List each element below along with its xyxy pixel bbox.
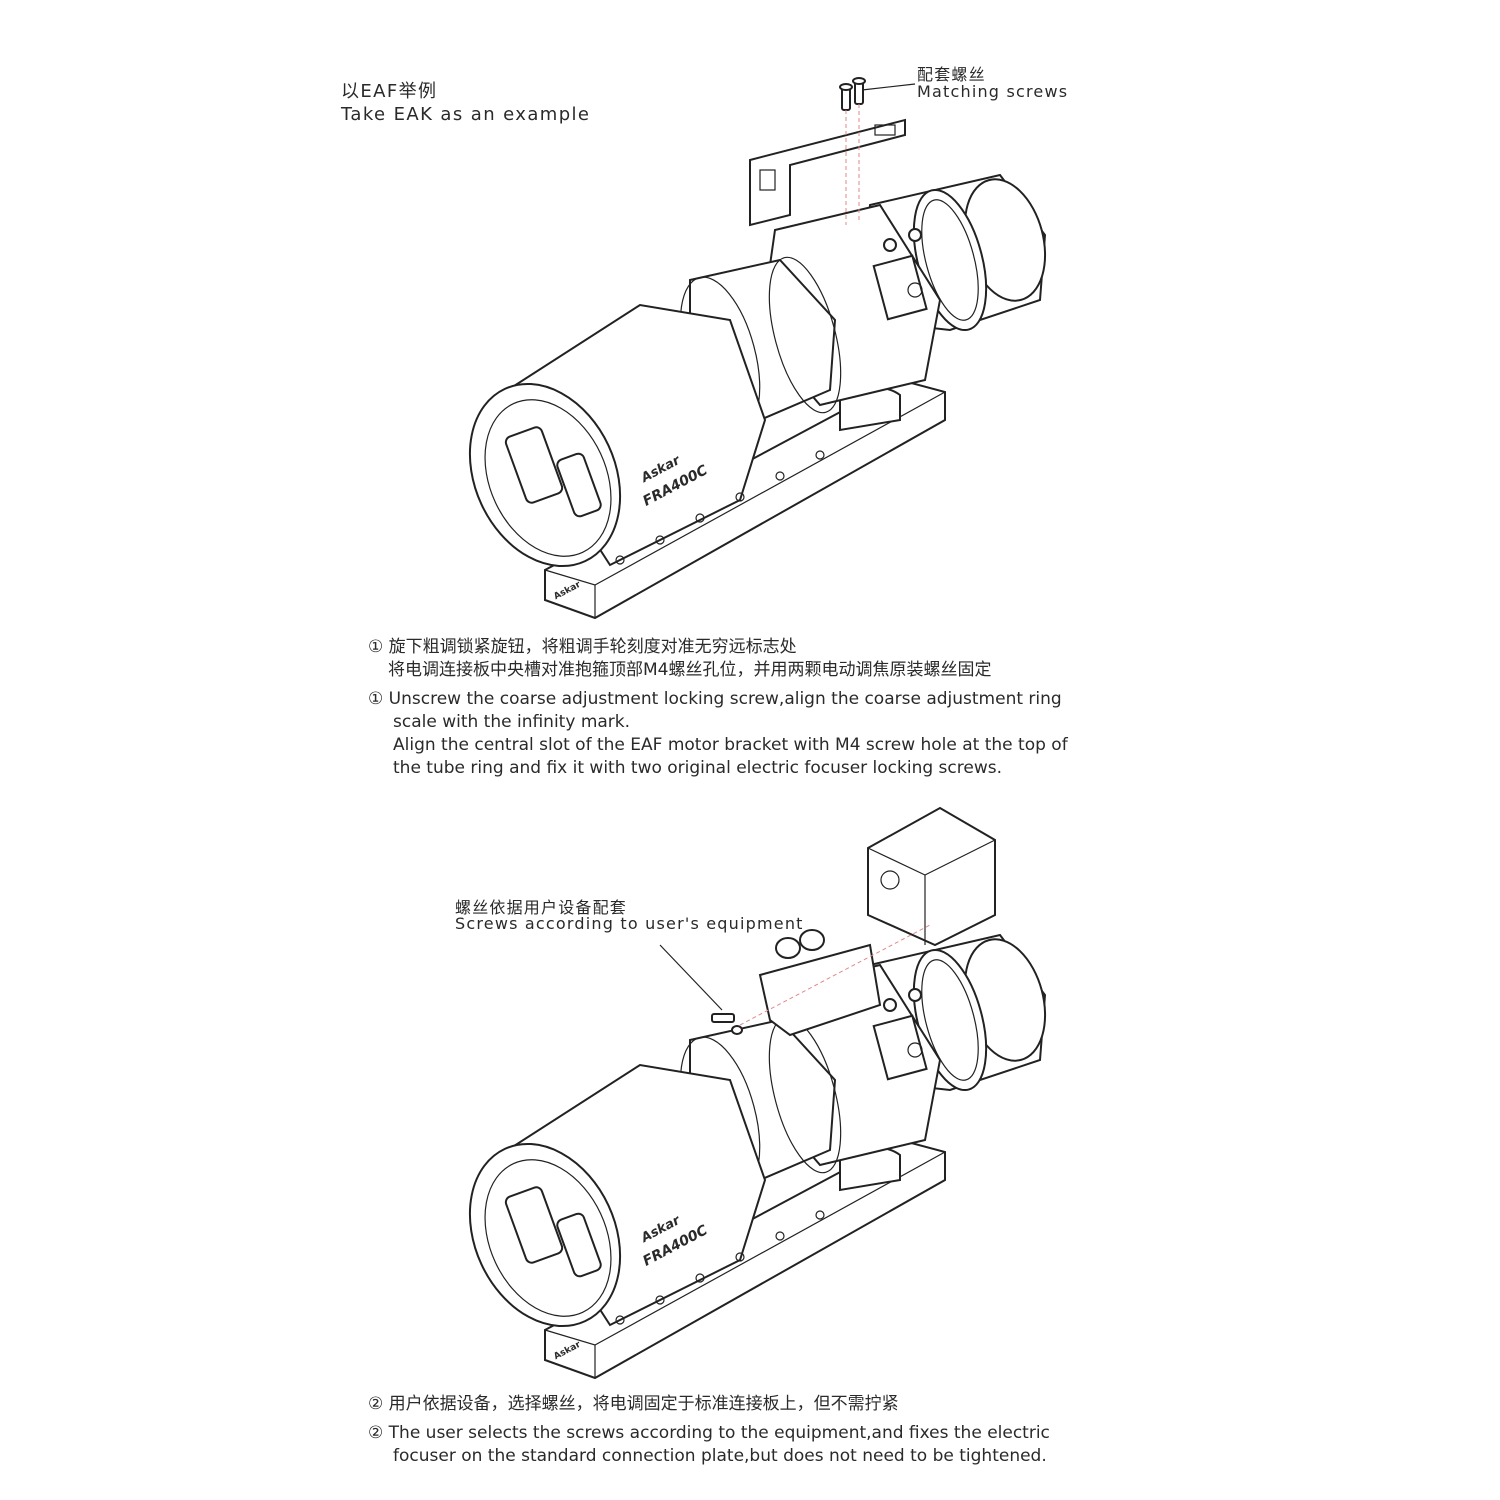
step2-marker-en: ② [368, 1423, 384, 1443]
user-screws-label-zh: 螺丝依据用户设备配套 [455, 898, 628, 917]
step2-zh-line1: ② 用户依据设备，选择螺丝，将电调固定于标准连接板上，但不需拧紧 [368, 1394, 899, 1414]
eaf-motor [867, 806, 996, 947]
matching-screws-label-zh: 配套螺丝 [917, 65, 986, 84]
step1-en-line3: Align the central slot of the EAF motor … [393, 735, 1068, 755]
step1-zh-line1: ① 旋下粗调锁紧旋钮，将粗调手轮刻度对准无穷远标志处 [368, 637, 797, 657]
eaf-bracket-bottom [758, 943, 882, 1037]
step2-en-line1: ② The user selects the screws according … [368, 1423, 1050, 1443]
top-heading-en: Take EAK as an example [341, 104, 591, 125]
telescope-bottom [440, 806, 1059, 1379]
user-screws [711, 1013, 743, 1035]
step2-en-line2: focuser on the standard connection plate… [393, 1446, 1047, 1466]
matching-screws-label-en: Matching screws [917, 82, 1069, 101]
step1-en-line4: the tube ring and fix it with two origin… [393, 758, 1003, 778]
eaf-bracket [749, 118, 906, 227]
user-screws-label-en: Screws according to user's equipment [455, 914, 804, 933]
step2-marker: ② [368, 1394, 384, 1414]
telescope-top [440, 77, 1059, 620]
step1-en-line1: ① Unscrew the coarse adjustment locking … [368, 689, 1062, 709]
top-heading-zh: 以EAF举例 [341, 81, 438, 102]
step1-marker: ① [368, 637, 384, 657]
step1-en-line2: scale with the infinity mark. [393, 712, 631, 732]
step1-marker-en: ① [368, 689, 384, 709]
step1-zh-line2: 将电调连接板中央槽对准抱箍顶部M4螺丝孔位，并用两颗电动调焦原装螺丝固定 [388, 660, 992, 680]
matching-screws [839, 77, 866, 111]
